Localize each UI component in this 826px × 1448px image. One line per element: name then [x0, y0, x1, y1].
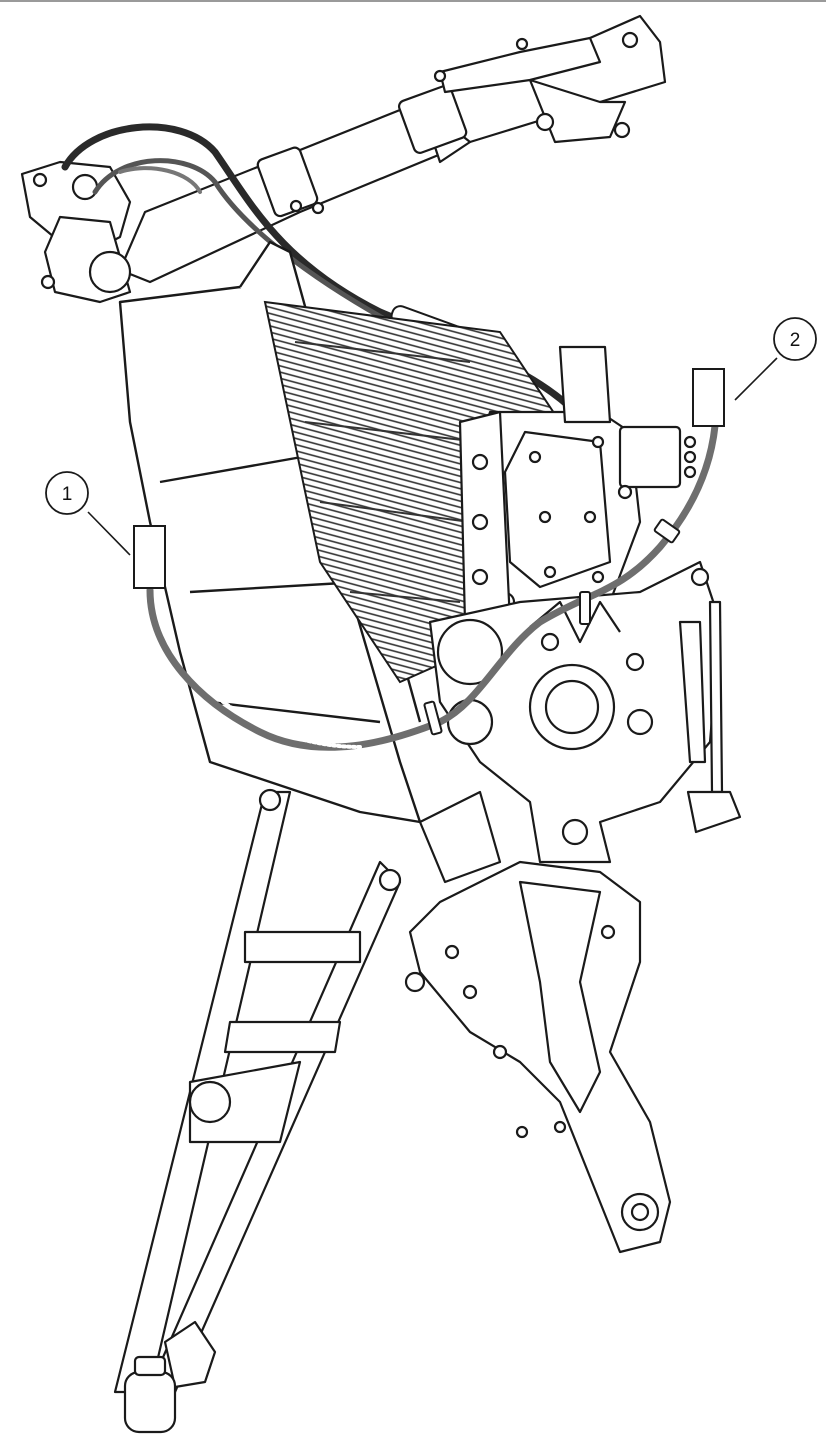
connector-1 — [133, 525, 166, 589]
callout-1-label: 1 — [62, 484, 73, 505]
cylinder-head — [458, 345, 697, 624]
callout-2: 2 — [734, 317, 817, 401]
callout-1: 1 — [45, 471, 131, 556]
rear-subframe — [113, 788, 502, 1434]
crankcase — [428, 560, 742, 864]
callout-2-label: 2 — [790, 330, 801, 351]
swingarm — [404, 860, 672, 1254]
connector-2 — [692, 368, 725, 427]
lower-cable — [146, 422, 719, 751]
steering-head-assembly — [20, 14, 667, 304]
